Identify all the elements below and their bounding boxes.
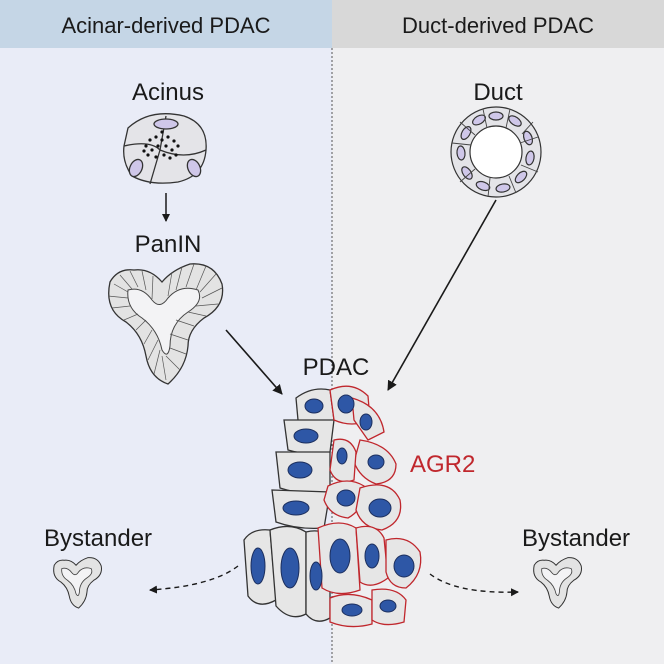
bystander-icon: [53, 557, 102, 609]
duct-label: Duct: [473, 79, 523, 106]
pdac-tumor-icon: [243, 385, 422, 628]
right-header-title: Duct-derived PDAC: [402, 13, 594, 38]
pdac-label: PDAC: [303, 354, 370, 381]
left-header-title: Acinar-derived PDAC: [61, 13, 270, 38]
dashed-arrow-right: [429, 573, 519, 597]
panin-icon: [107, 263, 224, 385]
right-header-band: [332, 0, 664, 48]
bystander-icon: [533, 557, 582, 609]
acinus-icon: [123, 113, 207, 185]
duct-icon: [450, 106, 542, 198]
arrow-duct-to-pdac: [387, 199, 497, 391]
acinus-label: Acinus: [132, 79, 204, 106]
left-header-band: [0, 0, 332, 48]
bystander-right-label: Bystander: [522, 525, 630, 552]
bystander-left-label: Bystander: [44, 525, 152, 552]
panin-label: PanIN: [135, 231, 202, 258]
arrow-panin-to-pdac: [225, 329, 283, 395]
dashed-arrow-left: [149, 565, 239, 594]
agr2-label: AGR2: [410, 451, 475, 478]
